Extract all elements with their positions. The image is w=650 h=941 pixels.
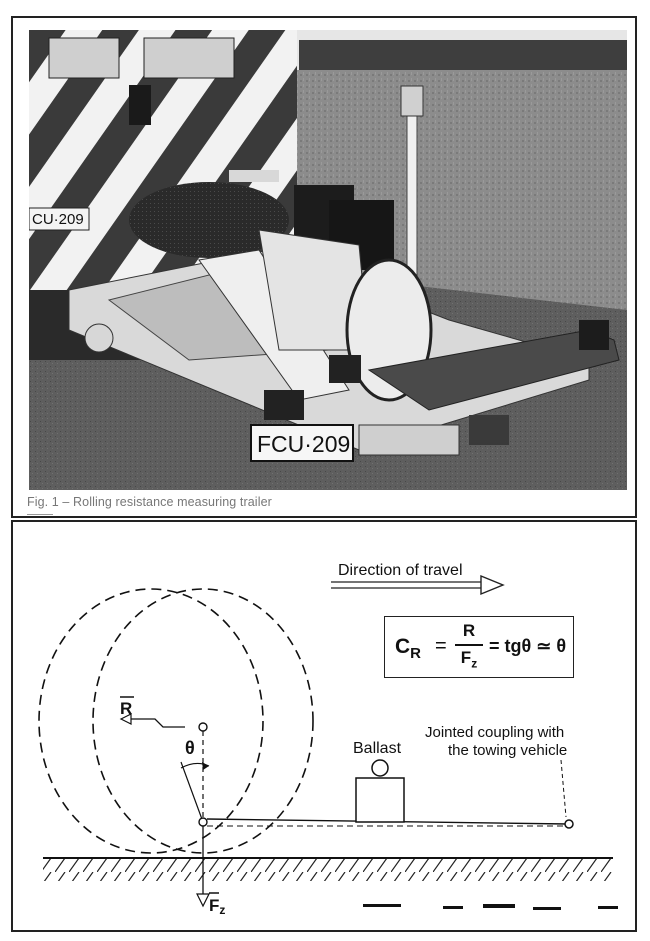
figure-1-caption: Fig. 1 – Rolling resistance measuring tr… <box>27 495 272 509</box>
trailer-license-plate <box>250 424 354 462</box>
trailer-plate-text: FCU·209 <box>257 431 350 457</box>
direction-arrow <box>331 574 505 596</box>
rolling-resistance-formula: CR = R Fz = tgθ ≃ θ <box>384 616 574 678</box>
direction-of-travel-label: Direction of travel <box>338 562 463 579</box>
formula-lhs: CR <box>395 635 422 663</box>
coupling-joint <box>564 819 574 829</box>
fraction-bar <box>455 644 483 646</box>
resistance-label: R <box>120 699 132 718</box>
coupling-label-line1: Jointed coupling with <box>425 724 564 741</box>
scan-artifacts <box>363 904 618 910</box>
ground-hatching <box>43 859 613 881</box>
formula-rest: = tgθ ≃ θ <box>489 636 567 656</box>
formula-equals: = <box>435 635 447 657</box>
ballast-weight <box>355 777 405 823</box>
vertical-load-arrow <box>196 826 210 908</box>
coupling-label-line2: the towing vehicle <box>448 742 567 759</box>
distant-building <box>299 40 627 70</box>
formula-denominator: Fz <box>460 648 478 671</box>
wheel-hub <box>198 722 208 732</box>
ballast-label: Ballast <box>353 740 402 757</box>
ballast-tire <box>129 182 289 258</box>
trailer-photo: CU·209 FCU·209 <box>29 30 627 490</box>
trailer-photo-illustration: CU·209 FCU·209 <box>29 30 627 490</box>
rolling-resistance-diagram: Direction of travel R θ Ballast <box>38 562 618 917</box>
figure-2-panel: Direction of travel R θ Ballast <box>11 520 637 932</box>
van-license-plate <box>29 207 90 231</box>
contact-point <box>198 817 208 827</box>
formula-numerator: R <box>462 621 476 640</box>
theta-label: θ <box>185 738 195 758</box>
vertical-load-label: Fz <box>209 896 225 917</box>
wheel-outline <box>92 588 314 854</box>
caption-underline <box>27 514 53 515</box>
van-plate-text: CU·209 <box>32 211 84 228</box>
resistance-force-arrow <box>119 713 185 728</box>
formula-fraction: R Fz <box>455 621 483 670</box>
figure-1-panel: CU·209 FCU·209 <box>11 16 637 518</box>
wheel-deformed-outline <box>38 588 264 854</box>
